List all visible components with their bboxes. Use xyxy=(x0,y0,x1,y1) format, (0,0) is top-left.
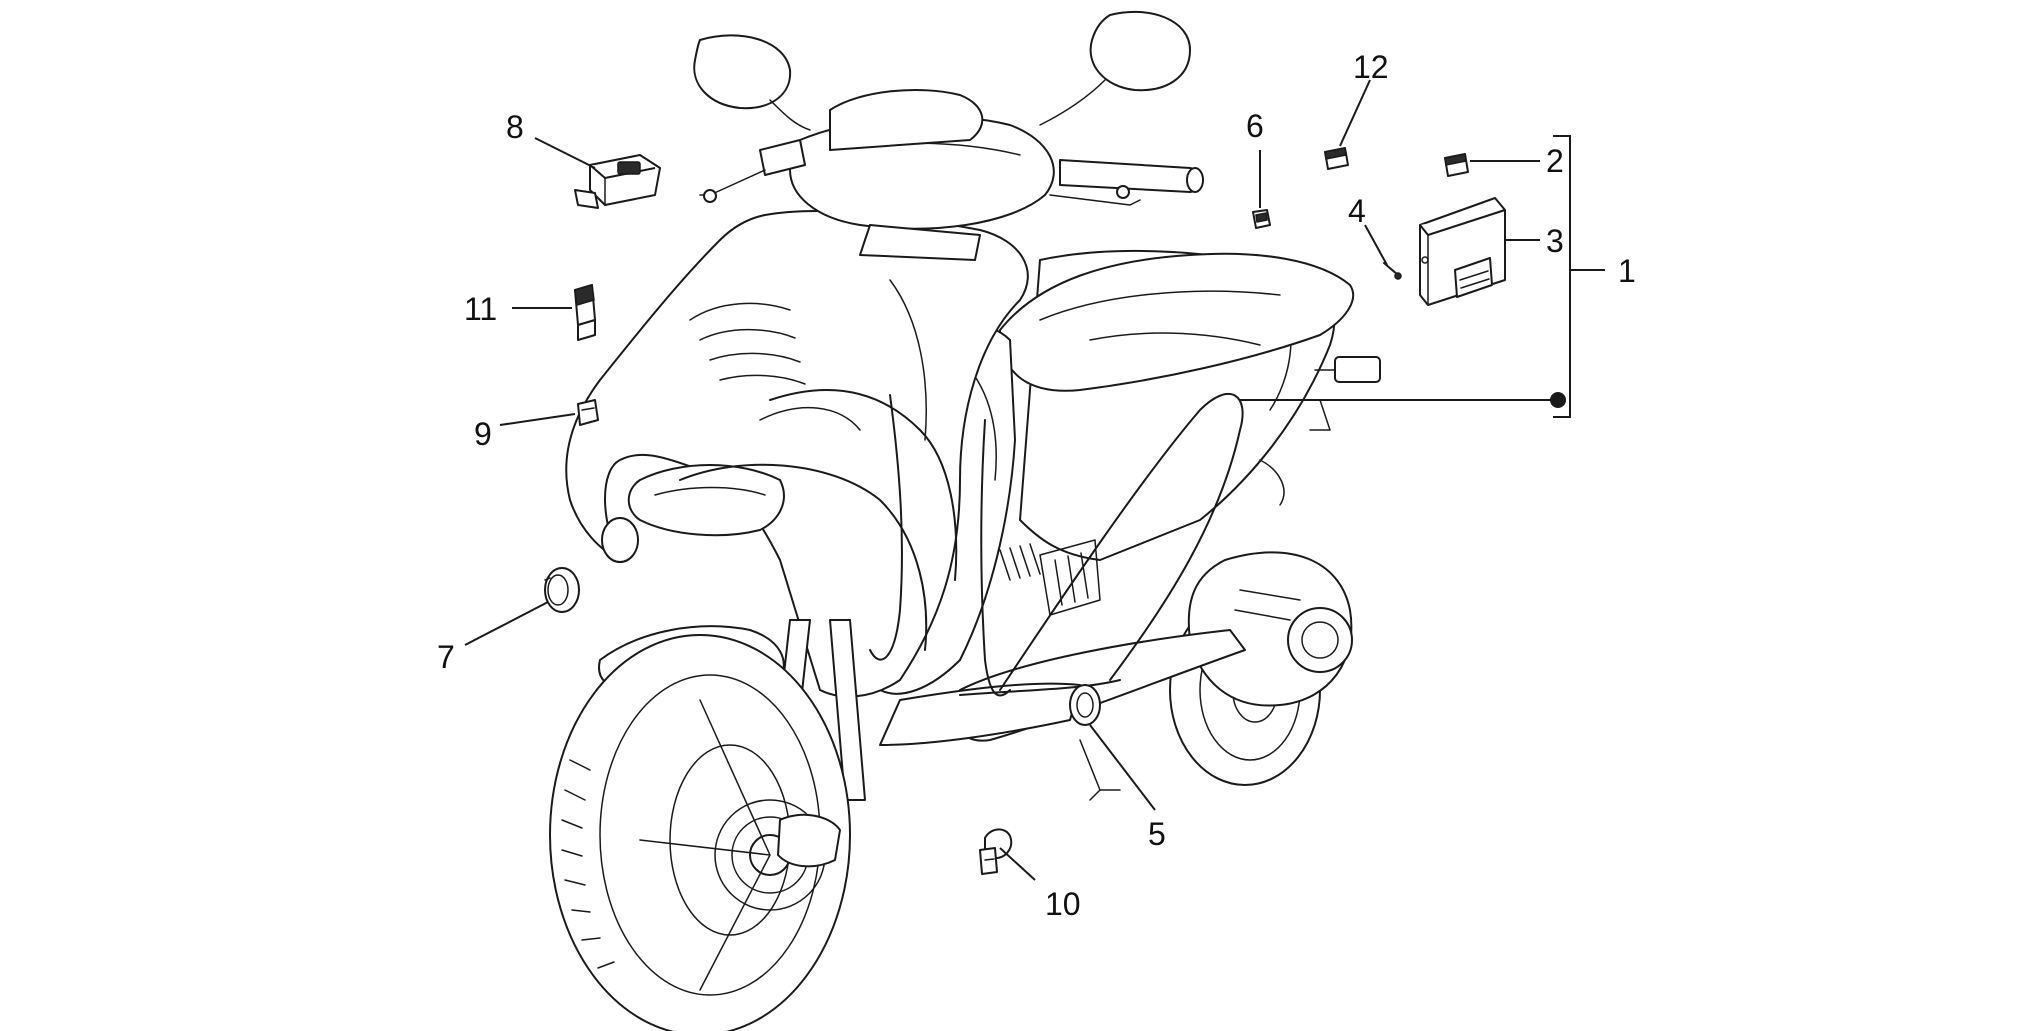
callout-labels: 1 2 3 4 5 6 7 8 9 10 11 12 xyxy=(437,49,1636,922)
harness-endpoint-dot xyxy=(1550,392,1566,408)
part-6-connector xyxy=(1252,209,1271,229)
seat xyxy=(999,252,1355,392)
callout-6: 6 xyxy=(1246,108,1264,144)
headlight xyxy=(627,464,785,537)
part-7-clamp xyxy=(544,567,580,613)
part-8-switch xyxy=(574,154,661,209)
callout-1: 1 xyxy=(1618,253,1636,289)
callout-5: 5 xyxy=(1148,816,1166,852)
callout-12: 12 xyxy=(1353,49,1389,85)
callout-7: 7 xyxy=(437,639,455,675)
part-11-relay xyxy=(574,284,596,341)
part-9-clip xyxy=(577,399,599,426)
callout-9: 9 xyxy=(474,416,492,452)
part-2-fuse xyxy=(1444,153,1469,177)
callout-2: 2 xyxy=(1546,143,1564,179)
part-10-sensor xyxy=(979,828,1013,875)
callout-3: 3 xyxy=(1546,223,1564,259)
callout-8: 8 xyxy=(506,109,524,145)
callout-4: 4 xyxy=(1348,193,1366,229)
wiring-harness xyxy=(679,389,1559,697)
leader-lines xyxy=(464,79,1605,881)
part-4-screw xyxy=(1383,262,1402,280)
part-3-control-unit xyxy=(1419,197,1506,306)
callout-10: 10 xyxy=(1045,886,1081,922)
callout-11: 11 xyxy=(464,291,497,327)
engine-unit xyxy=(1187,551,1353,707)
scooter-illustration xyxy=(549,10,1559,1031)
part-12-fuse xyxy=(1324,147,1349,170)
right-mirror xyxy=(1089,10,1191,92)
left-mirror xyxy=(693,34,792,110)
handlebar-assembly xyxy=(693,10,1204,261)
